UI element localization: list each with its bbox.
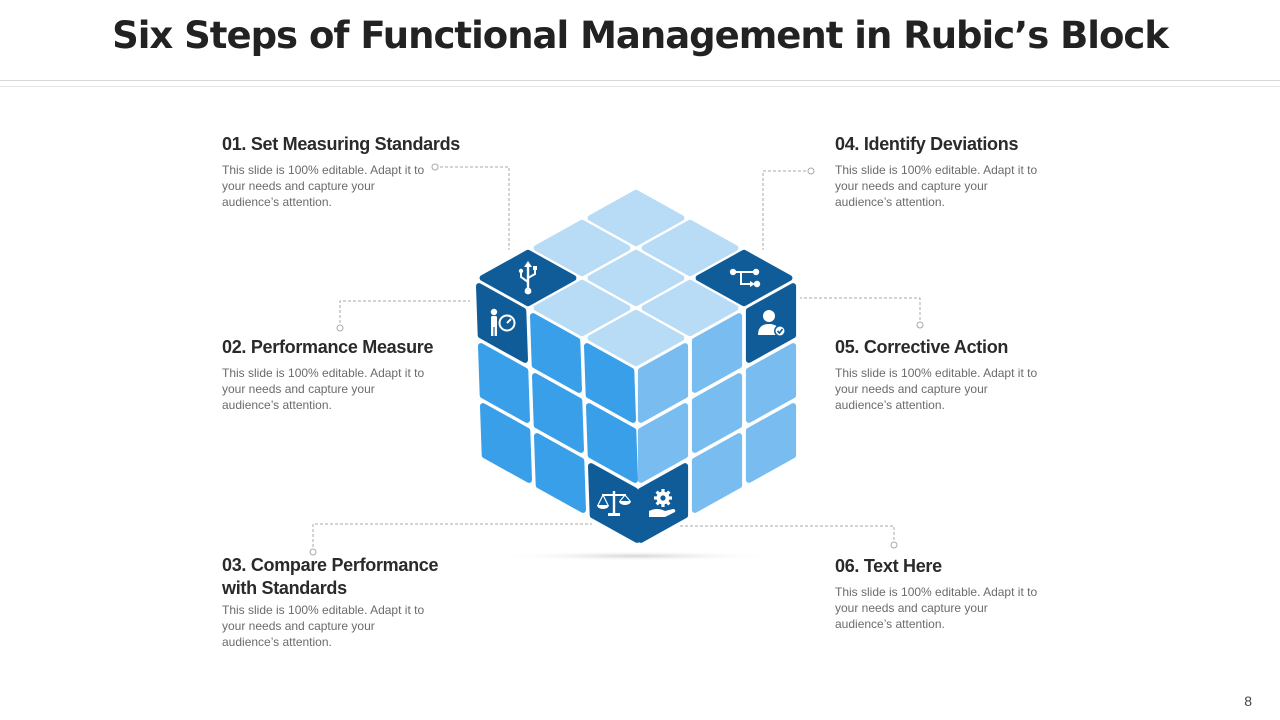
step-1-title: 01. Set Measuring Standards <box>222 134 460 154</box>
connector-step-6 <box>680 525 895 545</box>
step-4-title: 04. Identify Deviations <box>835 134 1019 154</box>
step-2-title: 02. Performance Measure <box>222 337 434 357</box>
connector-dot <box>431 163 439 171</box>
connector-step-2 <box>339 300 470 328</box>
top-face-tile <box>587 189 685 247</box>
top-face-tile <box>641 219 739 277</box>
flow-diagram-icon <box>729 268 761 288</box>
connector-dot <box>336 324 344 332</box>
right-face-tile <box>691 313 743 393</box>
left-face-tile <box>586 403 638 483</box>
slide-title: Six Steps of Functional Management in Ru… <box>112 14 1169 57</box>
step-1-description: This slide is 100% editable. Adapt it to… <box>222 163 425 209</box>
step-5: 05. Corrective Action This slide is 100%… <box>835 336 1085 413</box>
top-face-tile <box>533 219 631 277</box>
left-face-tile <box>534 433 586 513</box>
title-divider-secondary <box>0 86 1280 87</box>
step-icons <box>490 261 786 517</box>
top-face-tile <box>587 309 685 367</box>
icon-tile <box>695 249 793 307</box>
connector-dot <box>890 541 898 549</box>
connector-step-4 <box>762 170 811 250</box>
connector-step-5 <box>800 297 921 325</box>
connector-dot <box>807 167 815 175</box>
hand-gear-icon <box>649 489 676 517</box>
page-number: 8 <box>1244 693 1252 709</box>
connector-step-3 <box>312 523 592 552</box>
step-4: 04. Identify Deviations This slide is 10… <box>835 133 1085 210</box>
usb-icon <box>518 261 537 295</box>
left-face-tile <box>584 343 636 423</box>
right-face-tile <box>745 403 797 483</box>
step-3-title: 03. Compare Performance with Standards <box>222 555 439 598</box>
step-2: 02. Performance Measure This slide is 10… <box>222 336 472 413</box>
step-3-description: This slide is 100% editable. Adapt it to… <box>222 603 425 649</box>
step-6-title: 06. Text Here <box>835 556 942 576</box>
right-face-tile <box>691 433 743 513</box>
step-6-description: This slide is 100% editable. Adapt it to… <box>835 585 1038 631</box>
icon-tile <box>476 283 528 363</box>
step-6: 06. Text Here This slide is 100% editabl… <box>835 555 1085 632</box>
left-face-tile <box>478 343 530 423</box>
step-5-title: 05. Corrective Action <box>835 337 1009 357</box>
connector-dot <box>916 321 924 329</box>
title-divider <box>0 80 1280 81</box>
step-3: 03. Compare Performance with Standards T… <box>222 554 467 650</box>
balance-scale-icon <box>597 491 631 516</box>
step-4-description: This slide is 100% editable. Adapt it to… <box>835 163 1038 209</box>
connector-dot <box>309 548 317 556</box>
cube-shadow <box>496 551 776 561</box>
top-face-tile <box>533 279 631 337</box>
right-face-tile <box>745 343 797 423</box>
left-face-tile <box>530 313 582 393</box>
cube <box>476 189 797 543</box>
top-face-tile <box>587 249 685 307</box>
right-face-tile <box>637 403 689 483</box>
left-face-tile <box>480 403 532 483</box>
step-5-description: This slide is 100% editable. Adapt it to… <box>835 366 1038 412</box>
right-face-tile <box>691 373 743 453</box>
left-face-tile <box>532 373 584 453</box>
right-face-tile <box>637 343 689 423</box>
step-1: 01. Set Measuring Standards This slide i… <box>222 133 472 210</box>
connector-lines <box>309 163 924 556</box>
step-2-description: This slide is 100% editable. Adapt it to… <box>222 366 425 412</box>
person-gauge-icon <box>490 308 516 336</box>
icon-tile <box>745 283 797 363</box>
user-check-icon <box>758 310 786 337</box>
top-face-tile <box>641 279 739 337</box>
